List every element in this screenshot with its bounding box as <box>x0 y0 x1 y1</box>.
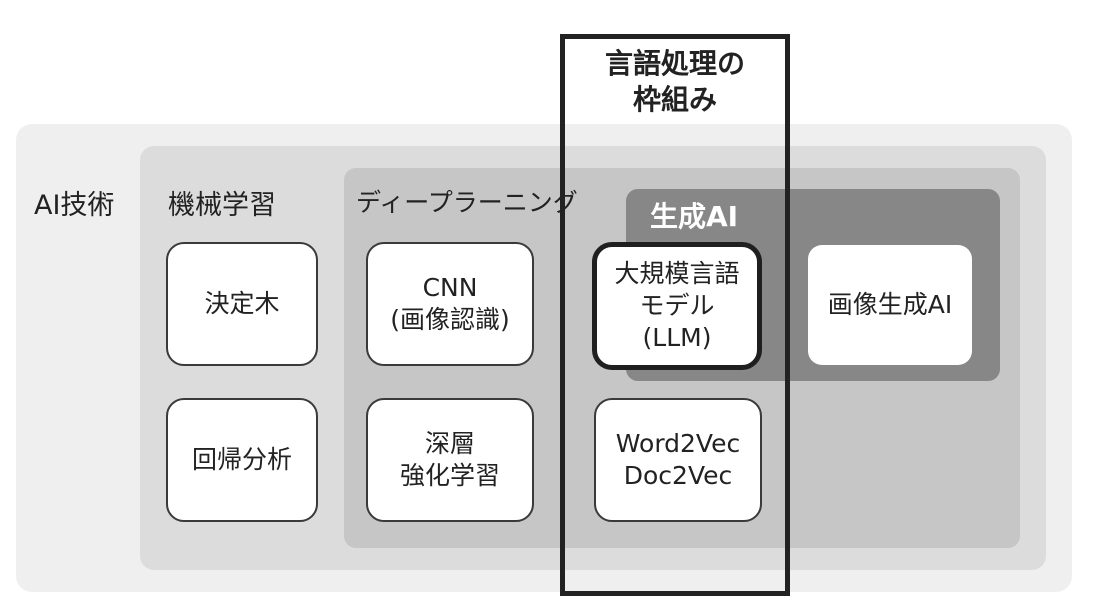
cnn-box: CNN (画像認識) <box>366 242 534 366</box>
regression-analysis-text: 回帰分析 <box>191 445 292 474</box>
word2vec-text-line-1: Word2Vec <box>615 429 741 458</box>
language-processing-frame <box>560 34 790 596</box>
deep-learning-label: ディープラーニング <box>356 188 578 217</box>
machine-learning-label: 機械学習 <box>168 190 276 221</box>
language-processing-label: 言語処理の 枠組み <box>560 46 790 119</box>
llm-box: 大規模言語 モデル (LLM) <box>592 242 762 370</box>
decision-tree-box: 決定木 <box>166 242 318 366</box>
cnn-text-line-1: CNN <box>422 273 478 302</box>
language-processing-label-line-1: 言語処理の <box>604 47 745 80</box>
llm-text-line-2: モデル <box>639 291 715 320</box>
language-processing-label-line-2: 枠組み <box>632 83 717 117</box>
llm-text-line-1: 大規模言語 <box>614 259 740 288</box>
llm-text-line-3: (LLM) <box>642 323 712 352</box>
deep-reinforcement-learning-box: 深層 強化学習 <box>366 398 534 522</box>
word2vec-box: Word2Vec Doc2Vec <box>594 398 762 522</box>
cnn-text-line-2: (画像認識) <box>390 305 510 334</box>
deep-rl-text-line-1: 深層 <box>424 429 475 458</box>
deep-rl-text-line-2: 強化学習 <box>399 461 500 490</box>
image-generation-ai-box: 画像生成AI <box>808 245 972 365</box>
ai-technology-label: AI技術 <box>34 190 115 221</box>
word2vec-text-line-2: Doc2Vec <box>623 461 733 490</box>
image-generation-ai-text: 画像生成AI <box>827 290 953 319</box>
regression-analysis-box: 回帰分析 <box>166 398 318 522</box>
decision-tree-text: 決定木 <box>204 289 280 318</box>
generative-ai-label: 生成AI <box>650 200 739 233</box>
